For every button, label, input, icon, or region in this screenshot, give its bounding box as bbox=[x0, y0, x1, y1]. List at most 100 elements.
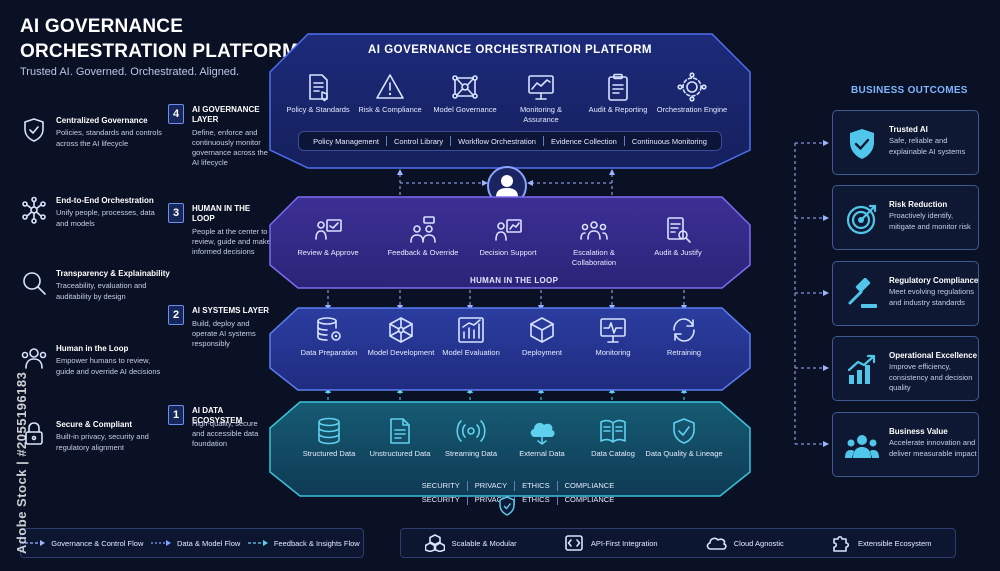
hitl-item-label: Feedback & Override bbox=[387, 248, 459, 257]
dashed-arrow-icon bbox=[150, 540, 171, 546]
governance-item-risk[interactable]: Risk & Compliance bbox=[351, 72, 429, 115]
hitl-item-review[interactable]: Review & Approve bbox=[288, 215, 368, 258]
platform-feature-label: API-First Integration bbox=[590, 538, 658, 548]
outcome-desc: Meet evolving regulations and industry s… bbox=[889, 287, 975, 307]
clipboard-icon bbox=[608, 73, 628, 101]
outcome-risk-reduction[interactable]: Risk Reduction Proactively identify, mit… bbox=[832, 185, 979, 250]
platform-feature-label: Scalable & Modular bbox=[451, 538, 517, 548]
pillar-privacy: PRIVACY bbox=[474, 495, 508, 504]
subbar-item[interactable]: Continuous Monitoring bbox=[631, 136, 707, 146]
systems-item-retraining[interactable]: Retraining bbox=[645, 315, 723, 358]
governance-panel-title: AI GOVERNANCE ORCHESTRATION PLATFORM bbox=[368, 44, 652, 56]
main-title-line1: AI GOVERNANCE bbox=[20, 16, 184, 37]
feature-desc: Unify people, processes, data and models bbox=[56, 208, 155, 228]
audit-icon bbox=[667, 217, 691, 243]
systems-item-monitoring[interactable]: Monitoring bbox=[574, 315, 652, 358]
subbar-item[interactable]: Control Library bbox=[393, 136, 444, 146]
people-icon bbox=[21, 348, 47, 369]
stream-icon bbox=[456, 420, 486, 442]
legend-feedback-flow: Feedback & Insights Flow bbox=[247, 539, 360, 548]
subbar-item[interactable]: Evidence Collection bbox=[550, 136, 617, 146]
monitor-chart-icon bbox=[528, 75, 554, 100]
systems-item-model-evaluation[interactable]: Model Evaluation bbox=[432, 315, 510, 358]
outcome-title: Regulatory Compliance bbox=[889, 276, 979, 285]
shield-check-icon bbox=[673, 418, 695, 444]
pulse-monitor-icon bbox=[600, 318, 626, 343]
layer-title: AI SYSTEMS LAYER bbox=[192, 306, 270, 315]
gear-network-icon bbox=[677, 72, 707, 102]
platform-features-bar: Scalable & Modular API-First Integration… bbox=[400, 528, 956, 558]
pillar-security: SECURITY bbox=[421, 481, 460, 490]
cloud-icon bbox=[530, 422, 555, 445]
hitl-item-escalation[interactable]: Escalation & Collaboration bbox=[553, 215, 635, 267]
policy-document-icon bbox=[309, 74, 328, 102]
neural-net-icon bbox=[389, 317, 413, 343]
outcome-desc: Accelerate innovation and deliver measur… bbox=[889, 438, 977, 458]
layer-number: 2 bbox=[168, 305, 184, 325]
pillar-ethics: ETHICS bbox=[522, 495, 550, 504]
decision-icon bbox=[495, 219, 522, 241]
feature-title: Human in the Loop bbox=[56, 344, 129, 353]
database-icon bbox=[318, 417, 340, 445]
pillar-compliance: COMPLIANCE bbox=[564, 481, 615, 490]
gavel-icon bbox=[848, 278, 877, 308]
feature-desc: Policies, standards and controls across … bbox=[56, 128, 162, 148]
data-item-quality[interactable]: Data Quality & Lineage bbox=[645, 416, 723, 459]
shield-check-icon bbox=[24, 118, 44, 142]
systems-item-deployment[interactable]: Deployment bbox=[503, 315, 581, 358]
governance-item-label: Risk & Compliance bbox=[358, 105, 422, 114]
systems-item-label: Monitoring bbox=[595, 348, 631, 357]
main-title-line2: ORCHESTRATION PLATFORM bbox=[20, 41, 299, 62]
governance-item-monitoring[interactable]: Monitoring & Assurance bbox=[502, 72, 580, 124]
legend-label: Data & Model Flow bbox=[176, 538, 241, 548]
governance-item-audit[interactable]: Audit & Reporting bbox=[579, 72, 657, 115]
systems-item-model-development[interactable]: Model Development bbox=[362, 315, 440, 358]
governance-item-orchestration[interactable]: Orchestration Engine bbox=[653, 72, 731, 115]
feature-desc: Empower humans to review, guide and over… bbox=[56, 356, 161, 376]
data-item-streaming[interactable]: Streaming Data bbox=[432, 416, 510, 459]
data-item-external[interactable]: External Data bbox=[503, 416, 581, 459]
governance-item-policy[interactable]: Policy & Standards bbox=[279, 72, 357, 115]
hitl-item-decision[interactable]: Decision Support bbox=[468, 215, 548, 258]
outcome-regulatory-compliance[interactable]: Regulatory Compliance Meet evolving regu… bbox=[832, 261, 979, 326]
data-item-unstructured[interactable]: Unstructured Data bbox=[361, 416, 439, 459]
tagline: Trusted AI. Governed. Orchestrated. Alig… bbox=[20, 66, 240, 78]
data-item-structured[interactable]: Structured Data bbox=[290, 416, 368, 459]
outcome-business-value[interactable]: Business Value Accelerate innovation and… bbox=[832, 412, 979, 477]
outcome-operational-excellence[interactable]: Operational Excellence Improve efficienc… bbox=[832, 336, 979, 401]
pillars-top: SECURITY PRIVACY ETHICS COMPLIANCE bbox=[400, 478, 636, 493]
legend-data-model-flow: Data & Model Flow bbox=[150, 539, 240, 548]
layer-title: AI DATA ECOSYSTEM bbox=[192, 406, 243, 425]
governance-subbar: Policy Management Control Library Workfl… bbox=[298, 131, 722, 151]
book-icon bbox=[600, 419, 626, 443]
warning-icon bbox=[376, 74, 404, 99]
governance-item-label: Policy & Standards bbox=[286, 105, 350, 114]
hitl-item-label: Escalation & Collaboration bbox=[571, 248, 617, 267]
governance-panel: AI GOVERNANCE ORCHESTRATION PLATFORM Pol… bbox=[268, 32, 752, 170]
refresh-icon bbox=[673, 318, 695, 342]
layer-number: 3 bbox=[168, 203, 184, 223]
platform-feature-api: API-First Integration bbox=[564, 534, 658, 552]
data-item-label: Unstructured Data bbox=[369, 449, 431, 458]
legend-label: Governance & Control Flow bbox=[51, 538, 144, 548]
feature-title: End-to-End Orchestration bbox=[56, 196, 154, 205]
subbar-item[interactable]: Policy Management bbox=[313, 136, 379, 146]
data-item-catalog[interactable]: Data Catalog bbox=[574, 416, 652, 459]
subbar-item[interactable]: Workflow Orchestration bbox=[458, 136, 536, 146]
hitl-item-feedback[interactable]: Feedback & Override bbox=[383, 215, 463, 258]
systems-item-label: Deployment bbox=[521, 348, 563, 357]
hitl-item-audit[interactable]: Audit & Justify bbox=[638, 215, 718, 258]
outcome-trusted-ai[interactable]: Trusted AI Safe, reliable and explainabl… bbox=[832, 110, 979, 175]
governance-item-label: Audit & Reporting bbox=[588, 105, 648, 114]
legend-label: Feedback & Insights Flow bbox=[273, 538, 360, 548]
outcome-desc: Proactively identify, mitigate and monit… bbox=[889, 211, 971, 231]
governance-item-model[interactable]: Model Governance bbox=[426, 72, 504, 115]
feature-title: Secure & Compliant bbox=[56, 420, 133, 429]
outcome-desc: Safe, reliable and explainable AI system… bbox=[889, 136, 966, 156]
pillar-security: SECURITY bbox=[421, 495, 460, 504]
bar-chart-icon bbox=[458, 317, 484, 343]
data-item-label: Structured Data bbox=[302, 449, 356, 458]
systems-item-data-preparation[interactable]: Data Preparation bbox=[290, 315, 368, 358]
layer-title: HUMAN IN THE LOOP bbox=[192, 204, 251, 223]
